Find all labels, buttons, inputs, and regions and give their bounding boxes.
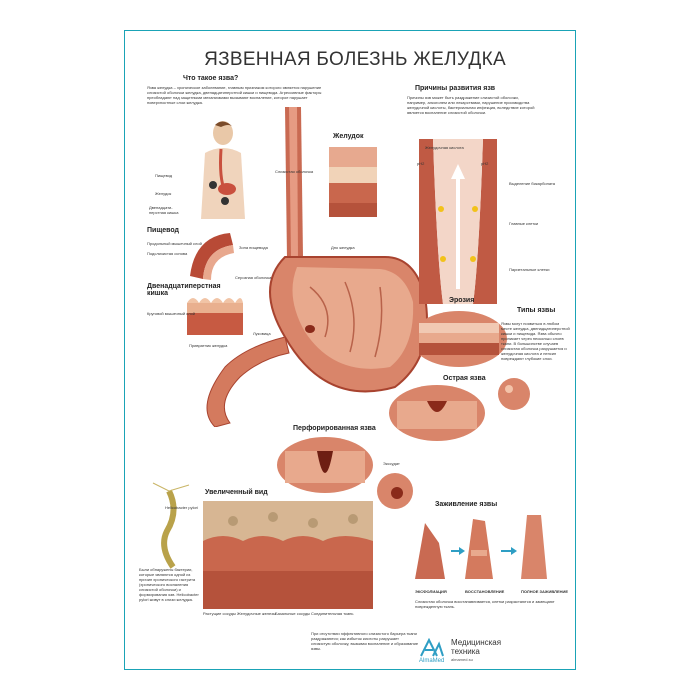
poster: ЯЗВЕННАЯ БОЛЕЗНЬ ЖЕЛУДКА Что такое язва?… [124, 30, 576, 670]
label-esophagus-submucosa: Подслизистая основа [147, 251, 188, 256]
label-growing-vessels: Растущие сосуды [203, 611, 236, 616]
label-restoration: ВОССТАНОВЛЕНИЕ [465, 589, 505, 594]
duodenum-cross-section [187, 298, 243, 335]
text-causes: Причины язв может быть раздражение слизи… [407, 95, 535, 115]
label-ph-right: pH2 [481, 161, 489, 166]
label-bulb: Луковица [253, 331, 271, 336]
label-exfoliation: ЭКСФОЛИАЦИЯ [415, 589, 447, 594]
heading-causes: Причины развития язв [415, 85, 496, 92]
label-circular-muscle: Круговой мышечный слой [147, 311, 196, 316]
perforated-ulcer-illustration [277, 437, 373, 493]
acute-ulcer-illustration [389, 385, 485, 441]
logo-brand: AlmaMed [419, 658, 445, 664]
heading-stomach: Желудок [333, 133, 364, 140]
text-healing: Слизистая оболочка восстанавливается, кл… [415, 599, 555, 609]
logo-line2: техника [451, 647, 480, 656]
label-esophagus: Пищевод [155, 173, 173, 178]
label-serosa: Серозная оболочка [235, 275, 272, 280]
heading-healing: Заживление язвы [435, 501, 498, 508]
almamed-logo: AlmaMed Медицинская техника almamed.su [419, 636, 569, 666]
stomach-main-illustration [206, 107, 428, 427]
label-acid: Желудочная кислота [425, 145, 464, 150]
gastric-gland-illustration [419, 139, 497, 304]
label-esophageal-zone: Зона пищевода [239, 245, 268, 250]
heading-ulcer-types: Типы язвы [517, 307, 556, 314]
text-magnified: Были обнаружены бактерии, которые являют… [139, 567, 199, 602]
ulcer-types-sphere [498, 378, 530, 410]
label-duodenum: Двенадцати-перстная кишка [149, 205, 179, 215]
stomach-wall-layers [329, 147, 377, 217]
label-glands: Желудочные железы [237, 611, 276, 616]
heading-esophagus: Пищевод [147, 227, 179, 234]
magnified-mucosa-illustration [203, 501, 373, 609]
text-what-is: Язва желудка – хроническое заболевание, … [147, 85, 322, 105]
label-connective: Соединительная ткань [311, 611, 354, 616]
text-bottom: При отсутствии эффективного слизистого б… [311, 631, 419, 651]
perforated-sphere [377, 473, 413, 509]
label-ph-left: pH2 [417, 161, 425, 166]
label-pylorus: Привратник желудка [189, 343, 228, 348]
logo-line1: Медицинская [451, 638, 502, 647]
heading-perforated: Перфорированная язва [293, 425, 376, 432]
heading-what-is: Что такое язва? [183, 75, 239, 82]
heading-acute-ulcer: Острая язва [443, 375, 486, 382]
poster-title: ЯЗВЕННАЯ БОЛЕЗНЬ ЖЕЛУДКА [204, 49, 506, 70]
label-bicarbonate: Выделение бикарбоната [509, 181, 555, 186]
heading-duodenum: Двенадцатиперстная кишка [147, 283, 221, 297]
text-ulcer-types: Язвы могут появиться в любом месте желуд… [501, 321, 570, 361]
almamed-logo-icon [420, 638, 444, 657]
label-esophagus-muscle: Продольный мышечный слой [147, 241, 202, 246]
label-parietal: Париетальные клетки [509, 267, 550, 272]
heading-erosion: Эрозия [449, 297, 475, 304]
label-exudate: Экссудат [383, 461, 400, 466]
label-main-cells: Главные клетки [509, 221, 539, 226]
label-full-healing: ПОЛНОЕ ЗАЖИВЛЕНИЕ [521, 589, 569, 594]
heading-magnified: Увеличенный вид [205, 489, 268, 496]
healing-stages-illustration [415, 515, 547, 579]
erosion-illustration [411, 311, 507, 367]
label-mucosa: Слизистая оболочка [275, 169, 314, 174]
label-basal-vessels: Базальные сосуды [275, 611, 311, 616]
label-helicobacter: Helicobacter pylori [165, 505, 198, 510]
label-stomach: Желудок [155, 191, 172, 196]
helicobacter-illustration [152, 482, 190, 569]
human-figure-illustration [201, 121, 245, 219]
label-stomach-bottom: Дно желудка [331, 245, 355, 250]
logo-url: almamed.su [451, 657, 473, 662]
esophagus-cross-section [190, 233, 234, 280]
